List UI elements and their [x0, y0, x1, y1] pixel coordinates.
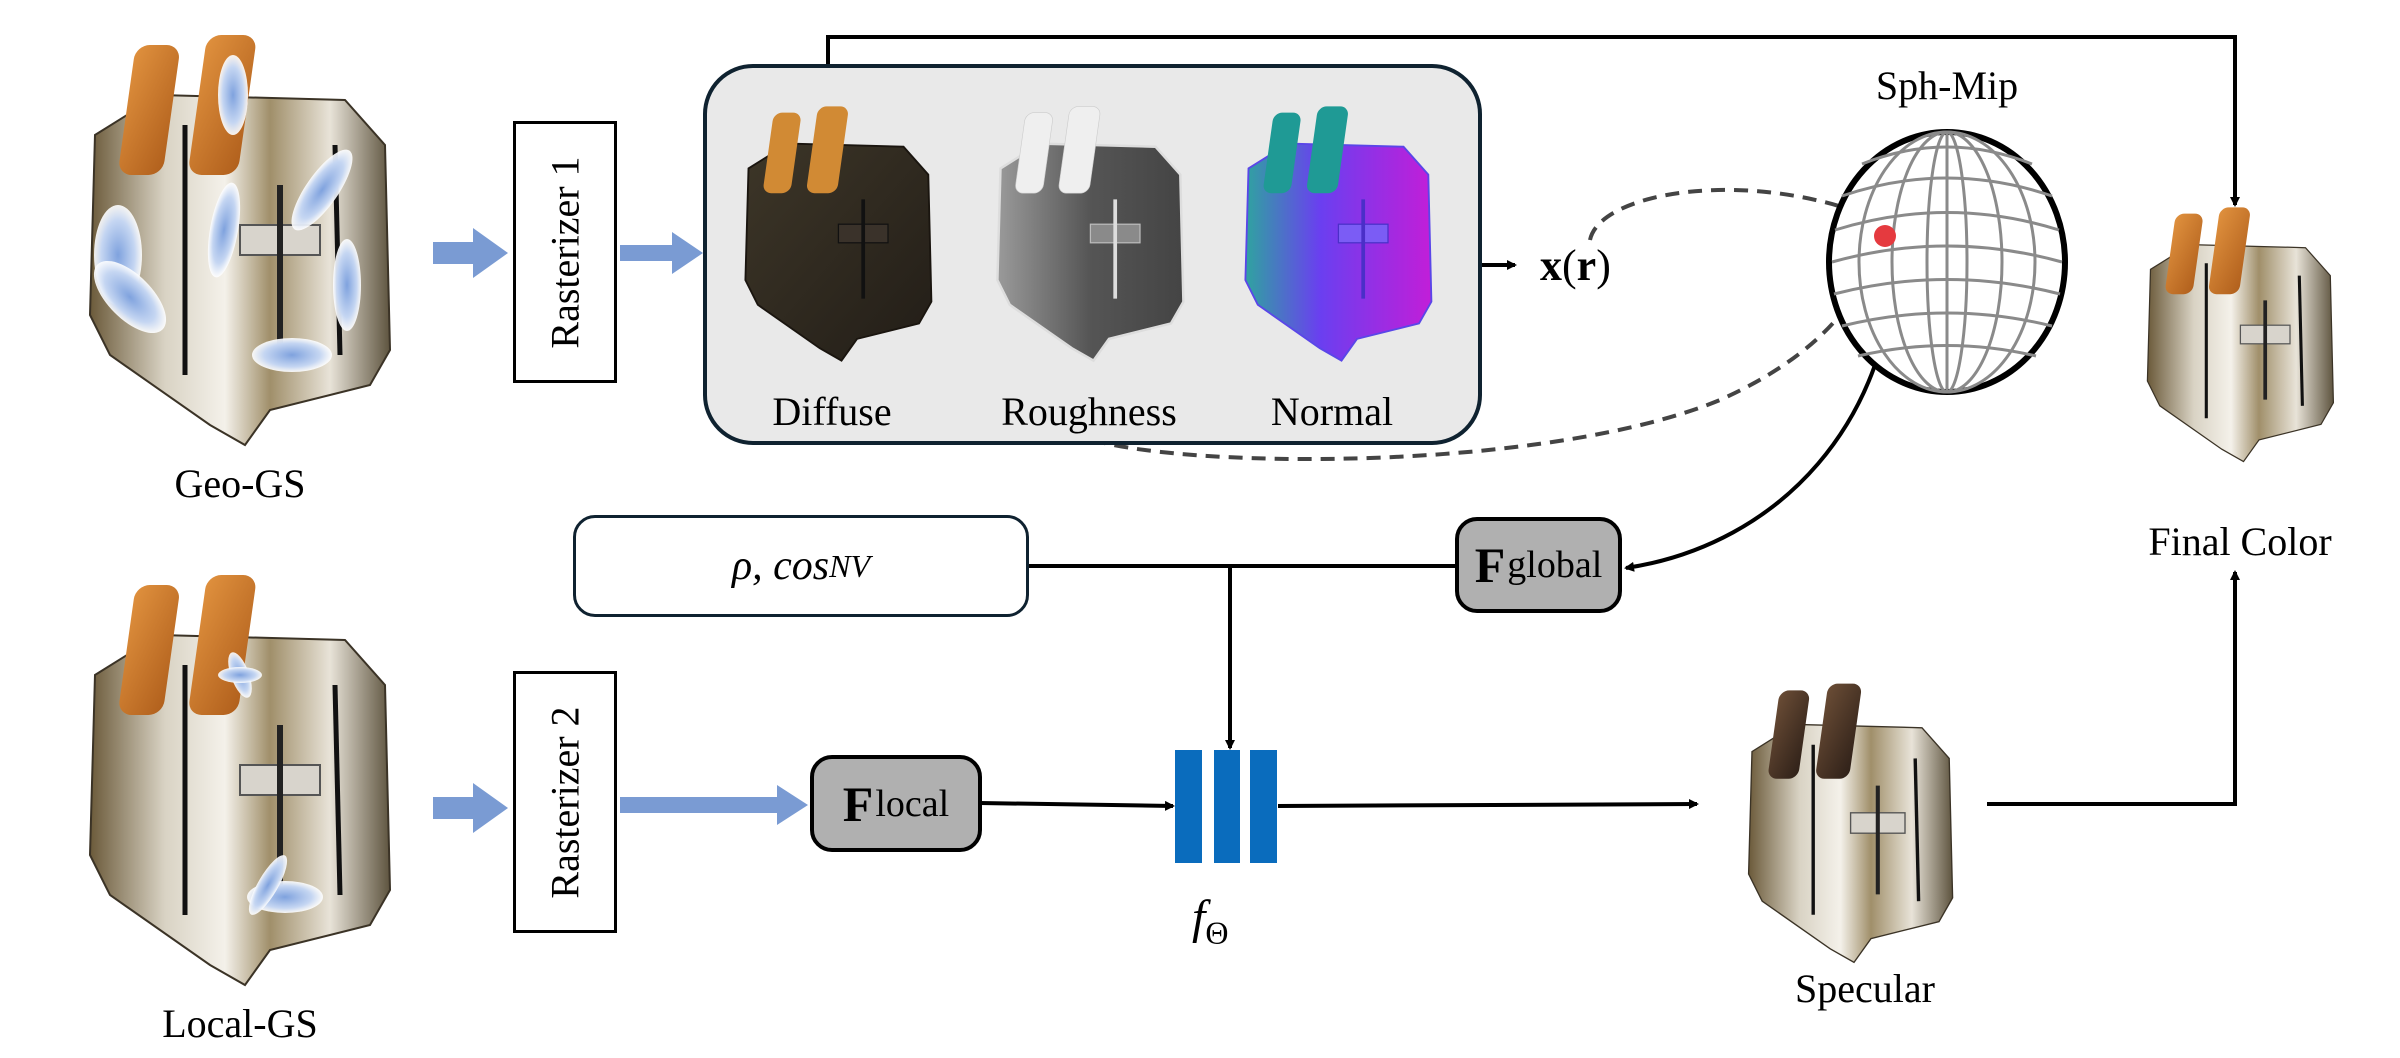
sph-mip-sphere-icon: [1826, 129, 2068, 395]
mlp-layer-1: [1175, 750, 1202, 863]
arrow-mlp-to-specular: [1277, 799, 1699, 810]
flow-arrow-local-to-rasterizer2: [433, 783, 508, 833]
specular-toaster-image: [1747, 683, 1954, 964]
arrow-flocal-to-mlp: [979, 800, 1175, 811]
close-paren: ): [1596, 241, 1611, 290]
input-features-subscript: NV: [829, 547, 871, 584]
flow-arrow-rasterizer2-to-flocal: [620, 785, 808, 825]
global-feature-symbol: F: [1474, 537, 1506, 593]
diffuse-map-image: [744, 106, 933, 362]
final-color-label: Final Color: [2148, 519, 2332, 564]
mlp-layer-3: [1250, 750, 1277, 863]
rasterizer-1-label: Rasterizer 1: [542, 155, 588, 349]
local-feature-symbol: F: [842, 775, 874, 832]
roughness-label: Roughness: [1001, 389, 1177, 434]
geo-gs-label: Geo-GS: [174, 461, 306, 506]
rasterizer-2-box: Rasterizer 2: [513, 671, 617, 933]
x-symbol: x: [1540, 241, 1562, 290]
rasterizer-2-label: Rasterizer 2: [542, 705, 588, 899]
mlp-symbol: f: [1192, 891, 1206, 944]
sample-point-icon: [1874, 225, 1896, 247]
flow-arrow-geo-to-rasterizer1: [433, 228, 508, 278]
input-features-text: ρ, cos: [731, 543, 830, 589]
mlp-layer-2: [1214, 750, 1240, 863]
normal-map-image: [1244, 106, 1433, 362]
r-symbol: r: [1576, 241, 1597, 290]
mlp-subscript: Θ: [1205, 914, 1229, 951]
skip-connection-diffuse-to-final: [826, 35, 2240, 207]
geo-gs-toaster-image: [88, 35, 392, 447]
mlp-block: [1175, 750, 1277, 863]
local-gs-label: Local-GS: [162, 1001, 318, 1046]
normal-label: Normal: [1270, 389, 1394, 434]
material-maps-images: [744, 106, 1433, 363]
global-feature-subscript: global: [1507, 544, 1603, 586]
arrow-specular-to-final: [1987, 570, 2240, 806]
sph-mip-label: Sph-Mip: [1875, 63, 2019, 108]
mlp-label: fΘ: [1192, 890, 1228, 952]
diffuse-label: Diffuse: [772, 389, 892, 434]
specular-label: Specular: [1795, 966, 1935, 1011]
final-color-toaster-image: [2146, 207, 2335, 463]
open-paren: (: [1562, 241, 1577, 290]
material-maps-panel: Diffuse Roughness Normal: [703, 64, 1482, 445]
reflection-point-label: x(r): [1540, 240, 1611, 291]
roughness-map-image: [996, 106, 1185, 363]
local-feature-subscript: local: [875, 782, 950, 825]
flow-arrow-rasterizer1-to-panel: [620, 232, 703, 274]
local-gs-toaster-image: [88, 575, 392, 987]
rasterizer-1-box: Rasterizer 1: [513, 121, 617, 383]
